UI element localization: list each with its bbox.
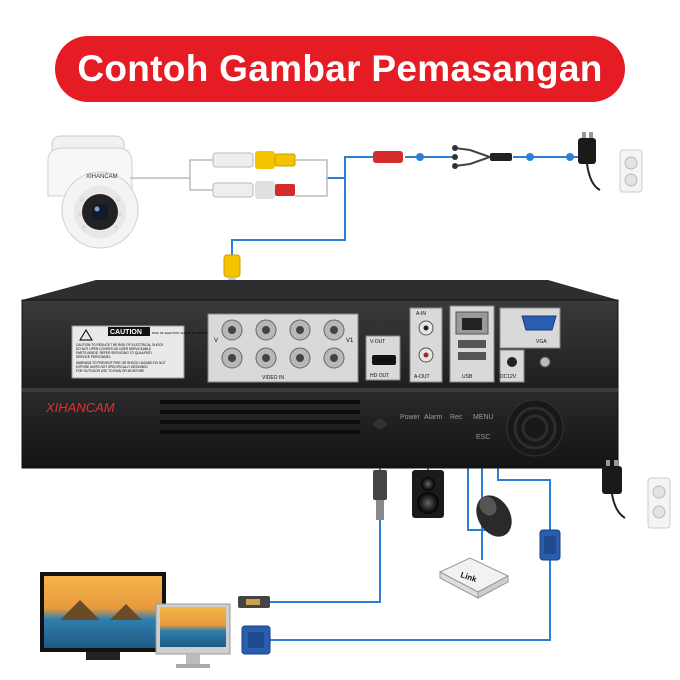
caution-small: RISK OF ELECTRIC SHOCK DO NOT OPEN: [152, 331, 213, 335]
usb-label: USB: [462, 374, 473, 380]
caution-label: CAUTION RISK OF ELECTRIC SHOCK DO NOT OP…: [71, 325, 213, 379]
vga-dc-panel: VGA DC12V: [499, 307, 561, 383]
a-out-label: A-OUT: [414, 374, 430, 380]
warning-line: WARNING:TO PREVENT FIRE OR SHOCK HAZARD …: [76, 361, 166, 365]
vga-plug: [539, 529, 561, 561]
hd-out-label: HD OUT: [370, 373, 389, 379]
camera-pigtail: [130, 159, 215, 191]
warning-line: CAUTION:TO REDUCE THE RISK OF ELECTRICAL…: [76, 343, 164, 347]
caution-text: CAUTION: [110, 329, 142, 336]
warning-line: EXPOSE UNITS NOT SPECIFICALLY DESIGNED: [76, 365, 148, 369]
front-menu-label: MENU: [473, 414, 494, 421]
power-adapter: [578, 132, 601, 191]
vga-label: VGA: [536, 339, 547, 345]
front-alarm-label: Alarm: [424, 414, 442, 421]
front-power-label: Power: [400, 414, 421, 421]
audio-panel: A-IN A-OUT: [409, 307, 443, 383]
warning-line: SERVICE PERSONNEL.: [76, 355, 111, 359]
power-adapter: [602, 460, 626, 519]
pc-monitor: [155, 603, 231, 668]
warning-line: DO NOT OPEN COVERS NO USER SERVICEABLE: [76, 347, 151, 351]
vga-plug-monitor: [241, 625, 271, 655]
front-esc-label: ESC: [476, 434, 490, 441]
tv-monitor: [40, 572, 166, 660]
front-rec-label: Rec: [450, 414, 463, 421]
video-out-panel: V-OUT HD OUT: [365, 335, 401, 381]
dc12v-label: DC12V: [500, 374, 517, 380]
mouse: [476, 495, 512, 537]
wall-socket: [619, 149, 643, 193]
hdmi-connector: [373, 470, 387, 520]
power-splitter: [373, 145, 512, 169]
banner-title: Contoh Gambar Pemasangan: [77, 48, 603, 89]
v-out-label: V-OUT: [370, 339, 385, 345]
dome-camera: XIHANCAM: [47, 135, 139, 249]
video-in-panel: V V1 VIDEO IN: [207, 313, 359, 383]
dvr-recorder: CAUTION RISK OF ELECTRIC SHOCK DO NOT OP…: [21, 280, 619, 469]
video-in-label: VIDEO IN: [262, 375, 284, 381]
camera-brand: XIHANCAM: [86, 174, 118, 180]
network-usb-panel: USB: [449, 305, 495, 383]
router: Link: [438, 557, 510, 599]
camera-connectors: [212, 151, 328, 199]
warning-line: FOR OUTDOOR USE TO RAIN OR MOISTURE: [76, 369, 144, 373]
a-in-label: A-IN: [416, 311, 426, 317]
title-banner: Contoh Gambar Pemasangan: [55, 36, 625, 102]
bnc-ports: [221, 319, 345, 369]
wall-socket: [647, 477, 671, 529]
port-v-label: V: [214, 338, 218, 344]
warning-line: PARTS INSIDE. REFER SERVICING TO QUALIFI…: [76, 351, 152, 355]
speaker: [412, 470, 444, 518]
port-v1-label: V1: [346, 338, 354, 344]
front-vent: [160, 400, 360, 434]
fan-grille: [506, 399, 564, 457]
hdmi-plug-monitor: [238, 596, 270, 608]
dvr-brand: XIHANCAM: [45, 400, 115, 415]
